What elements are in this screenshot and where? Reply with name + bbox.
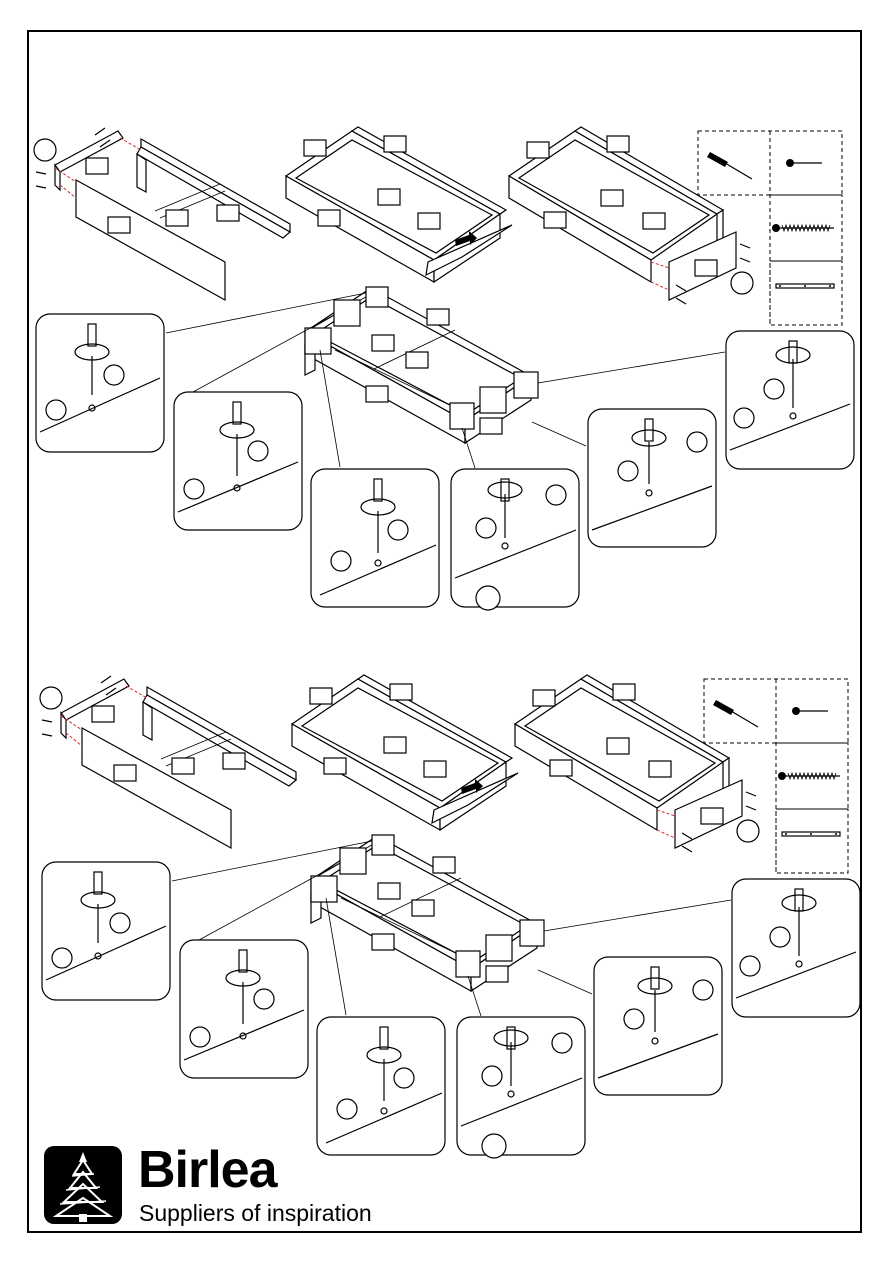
assembly-section-top xyxy=(34,127,854,610)
christmas-tree-logo-icon xyxy=(44,1146,122,1224)
brand-tagline: Suppliers of inspiration xyxy=(139,1200,372,1226)
assembly-section-bottom xyxy=(40,675,860,1158)
brand-name: Birlea xyxy=(138,1142,277,1198)
brand-block: Birlea Suppliers of inspiration xyxy=(44,1146,404,1228)
